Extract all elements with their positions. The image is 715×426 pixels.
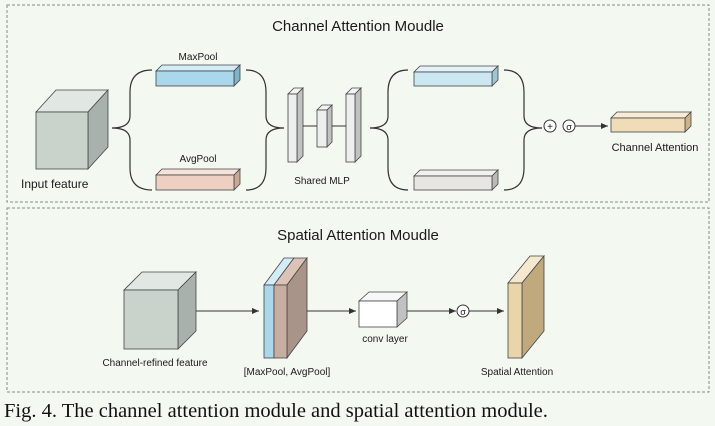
- sum-brace: [503, 69, 543, 191]
- mlp-split-brace: [369, 69, 409, 191]
- sigmoid-operator-symbol: σ: [566, 122, 572, 132]
- sum-operator-symbol: +: [547, 122, 553, 133]
- channel-attention-label: Channel Attention: [612, 142, 699, 154]
- input-feature-label: Input feature: [21, 177, 89, 191]
- spatial-attention-panel: Spatial Attention Moudle Channel-refined…: [6, 207, 710, 393]
- spatial-sigmoid-symbol: σ: [460, 307, 466, 317]
- mlp-output-bar-top: [413, 65, 499, 87]
- merge-brace: [245, 69, 285, 191]
- concat-feature-maps: [263, 256, 308, 360]
- channel-refined-cube: [123, 271, 197, 350]
- channel-attention-panel: Channel Attention Moudle Input feature M…: [6, 4, 710, 203]
- channel-refined-label: Channel-refined feature: [102, 358, 208, 369]
- avgpool-label: AvgPool: [179, 154, 216, 165]
- avgpool-bar: [155, 168, 241, 191]
- attention-diagram: Channel Attention Moudle Input feature M…: [6, 4, 710, 393]
- mlp-output-bar-bottom: [413, 169, 499, 191]
- spatial-panel-title: Spatial Attention Moudle: [277, 227, 439, 244]
- conv-layer-block: [357, 291, 409, 328]
- concat-label: [MaxPool, AvgPool]: [244, 367, 331, 378]
- maxpool-label: MaxPool: [179, 52, 218, 63]
- conv-layer-label: conv layer: [362, 334, 408, 345]
- figure-caption: Fig. 4. The channel attention module and…: [4, 400, 548, 422]
- channel-attention-bar: [610, 111, 692, 133]
- spatial-panel-border: [6, 207, 710, 393]
- maxpool-bar: [155, 64, 241, 87]
- shared-mlp-label: Shared MLP: [294, 176, 350, 187]
- split-brace: [111, 69, 153, 191]
- shared-mlp: [287, 87, 362, 163]
- sum-operator-icon: [543, 119, 557, 133]
- input-feature-cube: [35, 88, 109, 171]
- spatial-attention-label: Spatial Attention: [481, 367, 553, 378]
- channel-panel-border: [6, 4, 710, 203]
- channel-panel-title: Channel Attention Moudle: [272, 18, 444, 35]
- spatial-attention-map: [507, 254, 545, 360]
